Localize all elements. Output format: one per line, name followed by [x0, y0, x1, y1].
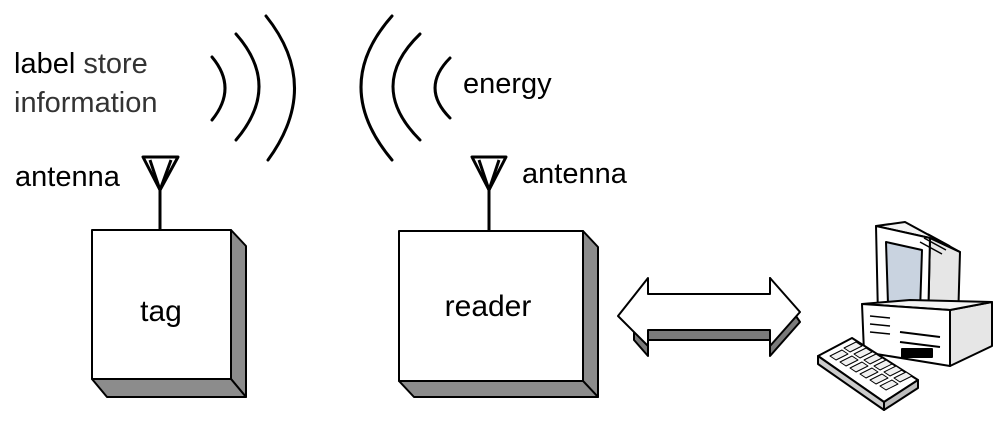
reader-wave-medium: [391, 32, 422, 142]
tag-antenna-icon: [141, 155, 180, 230]
reader-wave-small: [433, 56, 452, 120]
energy-label: energy: [463, 68, 552, 100]
tag-info-label-line2: information: [14, 87, 157, 119]
tag-wave-large: [264, 14, 296, 162]
reader-box-icon: [398, 230, 599, 398]
tag-wave-medium: [234, 32, 261, 142]
reader-label: reader: [445, 290, 532, 323]
tag-box-icon: [91, 229, 247, 398]
reader-antenna-label: antenna: [522, 158, 628, 190]
computer-icon: [817, 221, 993, 411]
double-arrow-icon: [617, 277, 801, 357]
tag-wave-small: [210, 55, 227, 122]
tag-antenna-label: antenna: [15, 161, 121, 193]
reader-wave-large: [359, 14, 394, 162]
tag-waves-icon: [210, 14, 296, 162]
tag-label: tag: [140, 295, 182, 328]
tag-info-label-line1: label store: [14, 48, 148, 80]
reader-waves-icon: [359, 14, 452, 162]
reader-antenna-icon: [470, 155, 508, 231]
